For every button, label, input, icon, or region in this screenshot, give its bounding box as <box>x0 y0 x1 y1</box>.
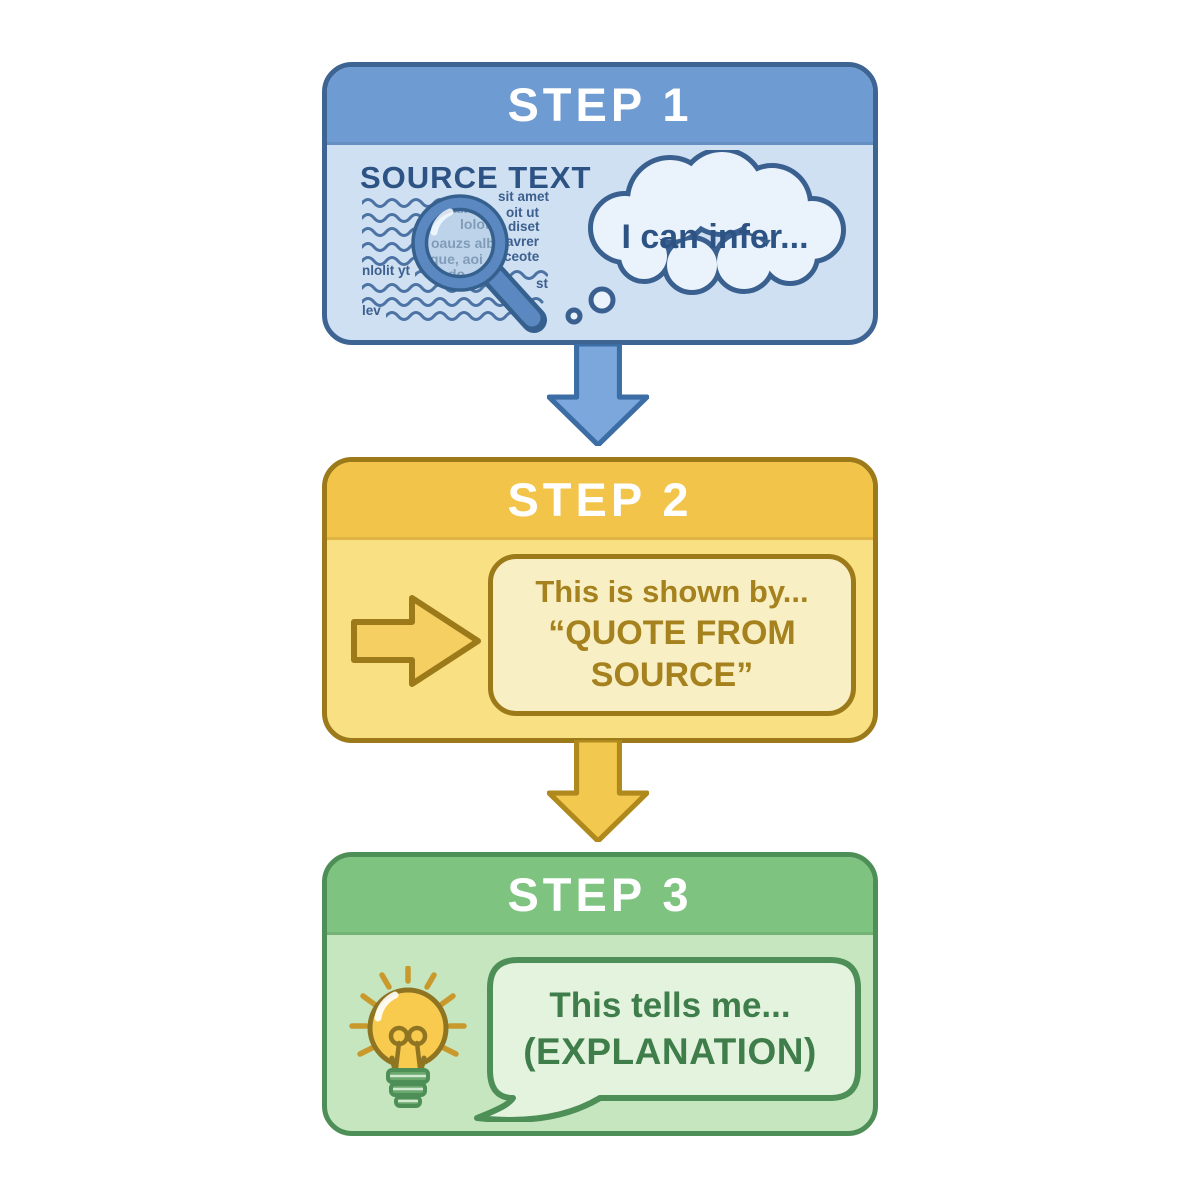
source-word: avrer <box>506 234 540 249</box>
thought-trail-bubble <box>565 307 583 325</box>
right-arrow-icon <box>351 595 481 687</box>
source-text-label: SOURCE TEXT <box>360 160 592 195</box>
down-arrow-2-icon <box>547 740 649 842</box>
step-2-box: STEP 2 This is shown by... “QUOTE FROM S… <box>322 457 878 743</box>
source-word: sit amet <box>498 189 550 204</box>
thought-text: I can infer... <box>621 218 809 256</box>
speech-intro-text: This tells me... <box>549 986 791 1025</box>
step-3-header: STEP 3 <box>327 857 873 935</box>
speech-text-block: This tells me... (EXPLANATION) <box>500 986 840 1073</box>
quote-box: This is shown by... “QUOTE FROM SOURCE” <box>488 554 856 716</box>
source-word: nlolit yt <box>362 263 410 278</box>
lightbulb-icon <box>349 966 467 1108</box>
thought-bubble <box>565 150 846 325</box>
thought-trail-bubble <box>588 286 616 314</box>
step-3-box: STEP 3 <box>322 852 878 1136</box>
down-arrow-1-icon <box>547 344 649 446</box>
source-word: lev <box>362 303 381 318</box>
quote-text: “QUOTE FROM SOURCE” <box>548 613 796 695</box>
lens-word: oauzs alb <box>431 235 495 251</box>
lens-word: que, aoi <box>430 251 483 267</box>
step-2-title: STEP 2 <box>507 473 693 526</box>
step-2-header: STEP 2 <box>327 462 873 540</box>
source-word: ceote <box>504 249 540 264</box>
step-1-header: STEP 1 <box>327 67 873 145</box>
step-3-title: STEP 3 <box>507 868 693 921</box>
source-word: st <box>536 276 549 291</box>
speech-bubble <box>474 957 861 1122</box>
speech-explanation-text: (EXPLANATION) <box>523 1031 817 1072</box>
step-1-box: STEP 1 SOURCE TEXT sit amet oit ut diset… <box>322 62 878 345</box>
source-word: oit ut <box>506 205 539 220</box>
source-word: diset <box>508 219 540 234</box>
step-1-title: STEP 1 <box>507 78 693 131</box>
magnifier-icon <box>411 194 547 333</box>
quote-intro-text: This is shown by... <box>535 573 809 609</box>
